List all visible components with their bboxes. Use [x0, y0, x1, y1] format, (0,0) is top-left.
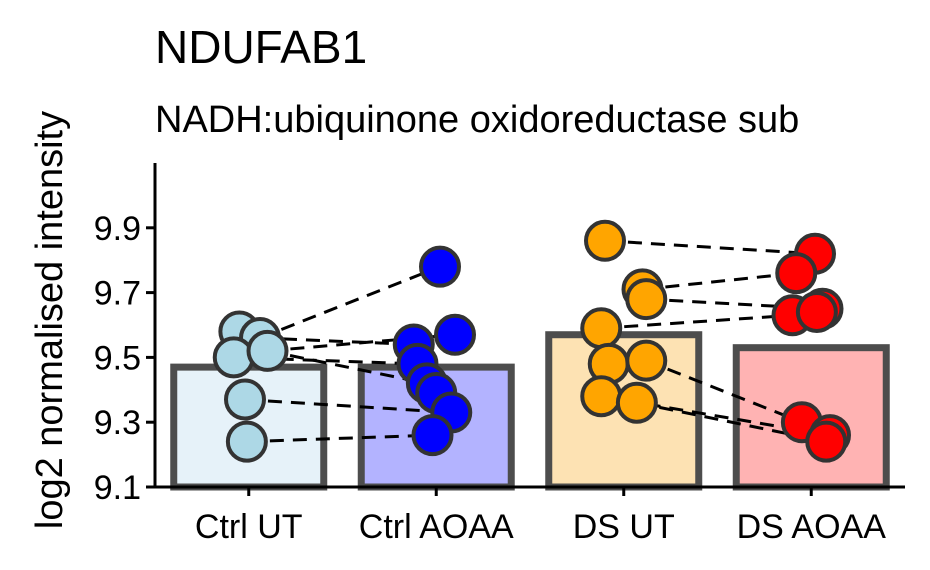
data-point — [580, 375, 623, 418]
x-tick-label: Ctrl AOAA — [359, 508, 514, 546]
data-point — [224, 378, 266, 421]
paired-line — [601, 313, 793, 330]
data-point — [805, 420, 848, 463]
y-tick-label: 9.3 — [94, 404, 141, 442]
paired-line — [604, 239, 816, 256]
data-point — [625, 278, 668, 321]
y-tick-label: 9.1 — [94, 469, 141, 507]
x-tick-label: DS AOAA — [737, 508, 887, 546]
data-point — [246, 329, 289, 372]
chart-subtitle: NADH:ubiquinone oxidoreductase sub — [155, 99, 799, 141]
paired-line — [259, 336, 414, 346]
data-point — [411, 414, 454, 457]
y-tick-label: 9.7 — [94, 275, 141, 313]
data-point — [225, 420, 268, 463]
x-tick-label: Ctrl UT — [195, 508, 303, 546]
data-point — [434, 313, 476, 356]
paired-line — [267, 349, 428, 385]
y-tick-label: 9.9 — [94, 210, 141, 248]
paired-line — [642, 271, 797, 291]
data-point — [615, 381, 658, 424]
data-point — [580, 307, 623, 350]
data-point — [625, 339, 668, 382]
paired-line — [244, 398, 452, 414]
x-tick-label: DS UT — [573, 508, 675, 546]
data-point — [419, 245, 461, 288]
data-point — [212, 336, 255, 379]
data-point — [775, 252, 818, 295]
y-axis-title: log2 normalised intensity — [29, 111, 71, 529]
paired-line — [267, 333, 456, 353]
paired-line — [246, 433, 433, 444]
chart-title: NDUFAB1 — [155, 21, 367, 73]
points-layer — [212, 219, 851, 463]
data-point — [584, 219, 626, 262]
paired-line — [259, 265, 441, 340]
y-tick-label: 9.5 — [94, 339, 141, 377]
data-point — [795, 291, 838, 334]
paired-line — [645, 359, 803, 424]
